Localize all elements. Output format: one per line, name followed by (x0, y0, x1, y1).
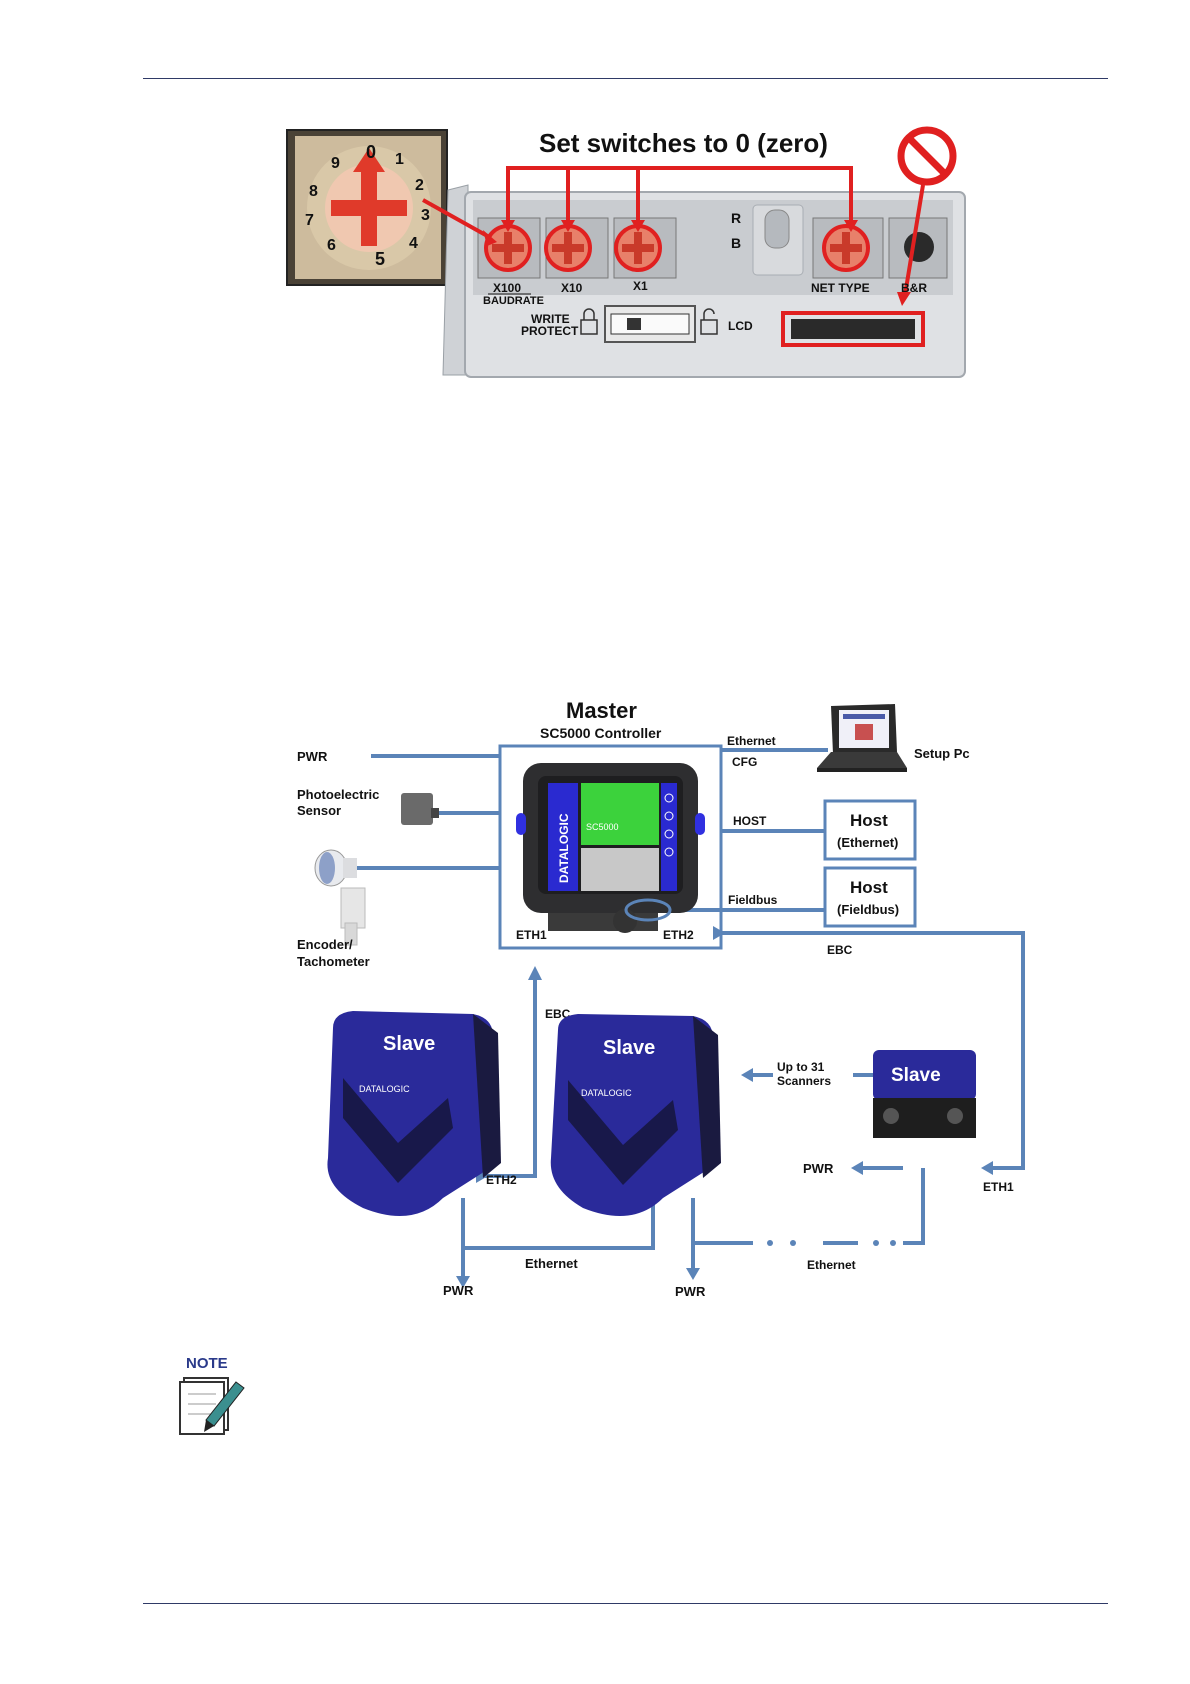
master-controller[interactable]: DATALOGIC SC5000 (516, 763, 705, 933)
dial-number-7: 7 (305, 212, 314, 229)
label-eth2-slave: ETH2 (486, 1173, 517, 1187)
label-x100: X100 (493, 281, 521, 295)
label-pwr-slave2: PWR (675, 1284, 706, 1299)
master-model: SC5000 (586, 822, 619, 832)
label-baudrate: BAUDRATE (483, 295, 544, 307)
label-sensor: Sensor (297, 803, 341, 818)
dotted-chain (767, 1240, 896, 1246)
dial-number-6: 6 (327, 237, 336, 254)
switch-x1[interactable] (613, 217, 677, 279)
dial-number-8: 8 (309, 183, 318, 200)
host-ethernet-subtitle: (Ethernet) (837, 835, 898, 850)
dial-number-5: 5 (375, 249, 385, 269)
master-title: Master (566, 698, 637, 723)
host-ethernet-title: Host (850, 811, 888, 830)
master-subtitle: SC5000 Controller (540, 725, 662, 741)
label-ethernet-top: Ethernet (727, 734, 776, 748)
unlock-icon (700, 308, 718, 335)
label-eth1-slave: ETH1 (983, 1180, 1014, 1194)
switch-br[interactable] (888, 217, 948, 279)
label-encoder: Encoder/ (297, 937, 353, 952)
photoelectric-sensor (401, 793, 439, 825)
controller-panel (442, 184, 966, 378)
arrow-heads (483, 220, 911, 306)
host-fieldbus-box: Host (Fieldbus) (823, 866, 917, 928)
line-arrows (456, 926, 993, 1288)
note-label: NOTE (186, 1355, 228, 1372)
label-ethernet-bottom-1: Ethernet (525, 1256, 578, 1271)
slave-2-label: Slave (603, 1037, 655, 1059)
label-r: R (731, 210, 741, 226)
master-brand: DATALOGIC (557, 813, 571, 883)
connection-lines (348, 748, 1025, 1276)
label-eth1-master: ETH1 (516, 928, 547, 942)
dial-number-0: 0 (366, 142, 376, 162)
slave-1-label: Slave (383, 1033, 435, 1055)
label-setup-pc: Setup Pc (914, 746, 970, 761)
switches-title: Set switches to 0 (zero) (539, 128, 828, 158)
label-x1: X1 (633, 279, 648, 293)
label-ebc-right: EBC (827, 943, 853, 957)
label-x10: X10 (561, 281, 583, 295)
label-up-to: Up to 31 (777, 1060, 825, 1074)
slave-1-brand: DATALOGIC (359, 1084, 410, 1094)
label-tachometer: Tachometer (297, 954, 370, 969)
label-lcd: LCD (728, 319, 753, 333)
lock-icon (580, 308, 598, 335)
slave-2-brand: DATALOGIC (581, 1088, 632, 1098)
host-fieldbus-subtitle: (Fieldbus) (837, 902, 899, 917)
indicator-arrows (422, 166, 925, 296)
dial-closeup: 0 1 2 3 4 5 6 7 8 9 (286, 129, 448, 286)
label-br: B&R (901, 281, 927, 295)
dial-number-2: 2 (415, 177, 424, 194)
slave-scanner-2[interactable]: Slave DATALOGIC (550, 1014, 721, 1216)
note-icon: NOTE (179, 1355, 245, 1435)
bottom-rule (143, 1603, 1108, 1604)
switches-figure: 0 1 2 3 4 5 6 7 8 9 Set switches to 0 (z… (286, 126, 966, 378)
label-pwr-master: PWR (297, 749, 328, 764)
slave-scanner-1[interactable]: Slave DATALOGIC (327, 1011, 501, 1216)
host-fieldbus-title: Host (850, 878, 888, 897)
network-diagram: Master SC5000 Controller (297, 698, 1025, 1299)
dial-number-1: 1 (395, 151, 404, 168)
label-write: WRITE (531, 312, 570, 326)
dial-number-3: 3 (421, 207, 430, 224)
switch-x10[interactable] (544, 217, 609, 279)
prohibited-icon (897, 126, 957, 186)
laptop-icon (817, 704, 907, 772)
lcd-connector (781, 311, 925, 347)
label-ethernet-bottom-2: Ethernet (807, 1258, 856, 1272)
encoder-device (314, 849, 366, 946)
host-ethernet-box: Host (Ethernet) (823, 799, 917, 861)
label-protect: PROTECT (521, 324, 579, 338)
label-ebc-left: EBC (545, 1007, 571, 1021)
label-host-port: HOST (733, 814, 767, 828)
label-cfg: CFG (732, 755, 757, 769)
switch-net-type[interactable] (812, 217, 884, 279)
slave-3-label: Slave (891, 1065, 941, 1086)
slave-scanner-3[interactable]: Slave (873, 1050, 976, 1138)
write-protect-slider[interactable] (604, 305, 696, 343)
label-b: B (731, 235, 741, 251)
label-pwr-slave-right: PWR (803, 1161, 834, 1176)
dial-number-4: 4 (409, 235, 418, 252)
label-scanners: Scanners (777, 1074, 831, 1088)
dial-number-9: 9 (331, 155, 340, 172)
label-fieldbus-port: Fieldbus (728, 893, 778, 907)
master-box (498, 744, 723, 950)
label-photoelectric: Photoelectric (297, 787, 379, 802)
label-pwr-slave1: PWR (443, 1283, 474, 1298)
top-rule (143, 78, 1108, 79)
label-eth2-master: ETH2 (663, 928, 694, 942)
label-net-type: NET TYPE (811, 281, 870, 295)
